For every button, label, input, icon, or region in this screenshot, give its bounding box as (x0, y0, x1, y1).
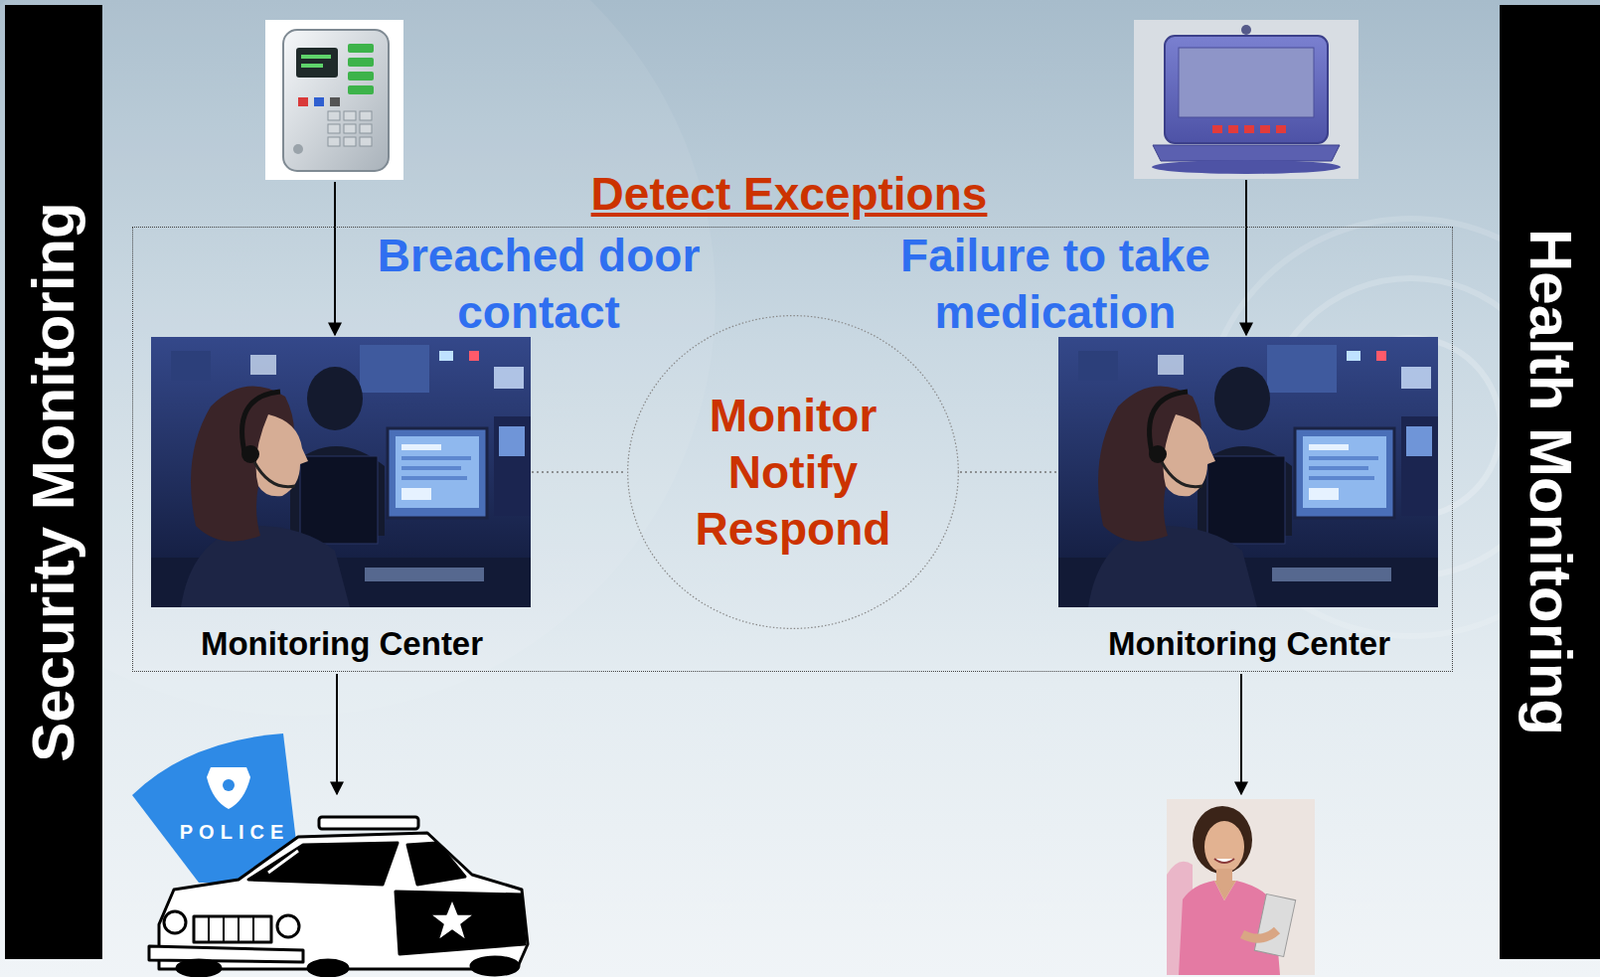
circle-outline (628, 316, 960, 630)
security-keypad (327, 137, 340, 147)
monitoring-center-photo (151, 336, 1439, 608)
monitoring-center: Monitoring Center (1059, 337, 1440, 664)
flow-arrow (334, 179, 1247, 795)
background-arcs (0, 0, 1600, 716)
node-text: Monitor Notify Respond (678, 387, 908, 558)
security-keypad (343, 137, 356, 147)
security-keypad (265, 19, 404, 180)
side-band: Security Monitoring (4, 4, 103, 960)
police-car (277, 915, 300, 938)
flow-arrow (1245, 179, 1248, 335)
nurse-photo (1214, 880, 1237, 901)
security-keypad (327, 124, 340, 134)
health-tablet (1151, 160, 1341, 174)
exception-label: Failure to take medication (866, 227, 1245, 341)
health-tablet (1241, 24, 1252, 35)
security-keypad (283, 29, 389, 171)
security-keypad (359, 124, 372, 134)
flow-arrow (335, 673, 338, 795)
security-keypad (329, 97, 340, 107)
police-car (471, 957, 519, 975)
police-car (208, 916, 254, 943)
health-tablet (1152, 145, 1340, 161)
health-tablet (1228, 125, 1239, 134)
health-tablet (1178, 47, 1314, 118)
security-keypad (298, 97, 309, 107)
security-keypad (265, 19, 404, 180)
health-tablet (1260, 125, 1271, 134)
police-car (319, 816, 419, 829)
health-tablet (1133, 19, 1359, 179)
police-badge (206, 767, 251, 809)
security-keypad (347, 57, 374, 67)
security-keypad (359, 111, 372, 121)
box-caption: Monitoring Center (1108, 624, 1391, 664)
security-keypad (301, 63, 323, 68)
nurse-photo (1204, 820, 1245, 873)
exception-region: Monitoring Center Monitor Notify RespondM… (132, 226, 1453, 672)
band-title: Security Monitoring (20, 201, 87, 762)
dotted-connector (960, 471, 1060, 473)
security-keypad (293, 144, 304, 155)
flow-arrow (1240, 673, 1243, 795)
police-car (176, 960, 221, 976)
police-car (149, 816, 528, 976)
health-tablet (1133, 19, 1359, 179)
monitoring-center-photo (151, 336, 531, 608)
police-badge (222, 779, 235, 792)
police-car (268, 850, 299, 873)
health-tablet (1276, 125, 1286, 134)
security-keypad (296, 47, 338, 78)
police-car (407, 842, 466, 885)
nurse-photo (1192, 805, 1253, 874)
security-keypad (343, 124, 356, 134)
monitoring-center: Monitoring Center (152, 337, 532, 664)
exception-label: Breached door contact (349, 227, 728, 341)
background-arcs (0, 0, 716, 716)
health-tablet (1212, 125, 1223, 134)
nurse-photo (1242, 930, 1278, 939)
side-band: Health Monitoring (1499, 4, 1600, 960)
police-car (248, 842, 398, 885)
nurse-photo (1166, 799, 1315, 975)
band-title: Health Monitoring (1517, 228, 1584, 736)
police-car (308, 960, 348, 976)
nurse-photo (1214, 858, 1235, 863)
nurse-photo (1166, 799, 1315, 975)
box-caption: Monitoring Center (200, 624, 483, 664)
section-heading: Detect Exceptions (591, 165, 988, 223)
process-circle: Monitor Notify Respond (626, 314, 960, 631)
monitoring-center-photo (1058, 336, 1439, 608)
security-keypad (347, 43, 374, 53)
security-keypad (301, 54, 331, 59)
health-tablet (1244, 125, 1255, 134)
security-keypad (327, 111, 340, 121)
police-car (163, 911, 186, 934)
security-keypad (343, 111, 356, 121)
security-keypad (347, 71, 374, 81)
police-car (395, 891, 525, 955)
security-keypad (347, 85, 374, 95)
security-keypad (359, 137, 372, 147)
nurse-photo (1254, 894, 1295, 958)
flow-arrow (333, 181, 336, 335)
security-keypad (314, 97, 324, 107)
police-car (430, 899, 475, 941)
health-tablet (1164, 35, 1328, 144)
police-car (193, 916, 272, 943)
police-car (149, 946, 304, 962)
badge-text: POLICE (179, 820, 290, 844)
dotted-connector (531, 471, 627, 473)
